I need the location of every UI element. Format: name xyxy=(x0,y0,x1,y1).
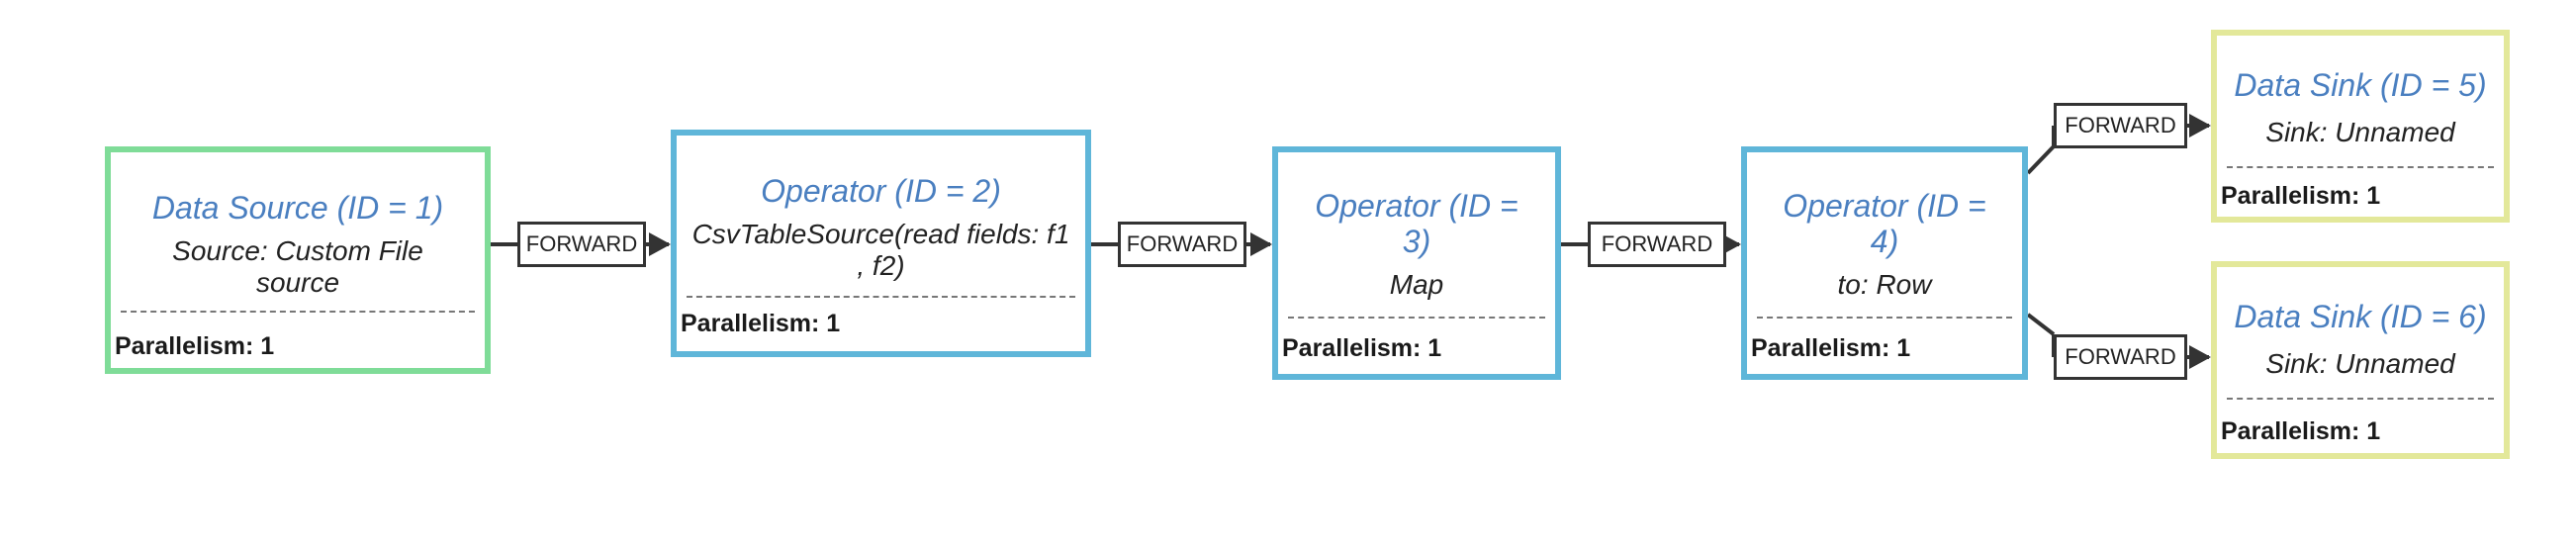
node-description-line: Sink: Unnamed xyxy=(2265,348,2455,379)
edge-label-n2-n3[interactable]: FORWARD xyxy=(1118,222,1246,267)
node-description: Sink: Unnamed xyxy=(2217,117,2504,148)
node-description: to: Row xyxy=(1747,269,2022,301)
node-title: Operator (ID =4) xyxy=(1783,188,1986,259)
node-description-line: to: Row xyxy=(1837,269,1932,300)
node-parallelism: Parallelism: 1 xyxy=(1751,334,1911,362)
node-description-line: Source: Custom File xyxy=(172,235,423,266)
node-description: Map xyxy=(1278,269,1555,301)
node-n2[interactable]: Operator (ID = 2) CsvTableSource(read fie… xyxy=(671,130,1091,357)
node-description-line: source xyxy=(255,267,340,298)
node-parallelism: Parallelism: 1 xyxy=(2221,182,2381,210)
node-separator xyxy=(1757,317,2012,319)
node-parallelism: Parallelism: 1 xyxy=(115,332,275,360)
node-description-line: , f2) xyxy=(857,250,905,281)
node-title: Data Source (ID = 1) xyxy=(151,190,444,226)
node-description-line: Sink: Unnamed xyxy=(2265,117,2455,147)
node-description-line: Map xyxy=(1389,269,1444,300)
node-title: Operator (ID = 2) xyxy=(761,173,1001,209)
node-parallelism: Parallelism: 1 xyxy=(681,310,841,337)
node-description-line: CsvTableSource(read fields: f1 xyxy=(691,219,1070,249)
edge-arrowhead xyxy=(649,232,671,256)
edge-arrowhead xyxy=(2189,345,2211,369)
edge-arrowhead xyxy=(1250,232,1272,256)
edge-arrowhead xyxy=(2189,114,2211,138)
node-separator xyxy=(2227,398,2494,400)
node-description: Sink: Unnamed xyxy=(2217,348,2504,380)
node-parallelism: Parallelism: 1 xyxy=(1282,334,1442,362)
edge-label-n1-n2[interactable]: FORWARD xyxy=(517,222,646,267)
edge-line xyxy=(2026,313,2056,336)
edge-label-n4-n5[interactable]: FORWARD xyxy=(2054,103,2187,148)
edge-line xyxy=(2026,144,2056,175)
node-title: Data Sink (ID = 5) xyxy=(2234,67,2487,103)
edge-label-n4-n6[interactable]: FORWARD xyxy=(2054,334,2187,380)
node-separator xyxy=(2227,166,2494,168)
node-description: CsvTableSource(read fields: f1, f2) xyxy=(677,219,1085,282)
node-title: Operator (ID =3) xyxy=(1315,188,1518,259)
node-title: Data Sink (ID = 6) xyxy=(2234,299,2487,334)
node-separator xyxy=(687,296,1075,298)
node-parallelism: Parallelism: 1 xyxy=(2221,417,2381,445)
edge-label-n3-n4[interactable]: FORWARD xyxy=(1588,222,1726,267)
node-separator xyxy=(1288,317,1545,319)
node-separator xyxy=(121,311,475,313)
